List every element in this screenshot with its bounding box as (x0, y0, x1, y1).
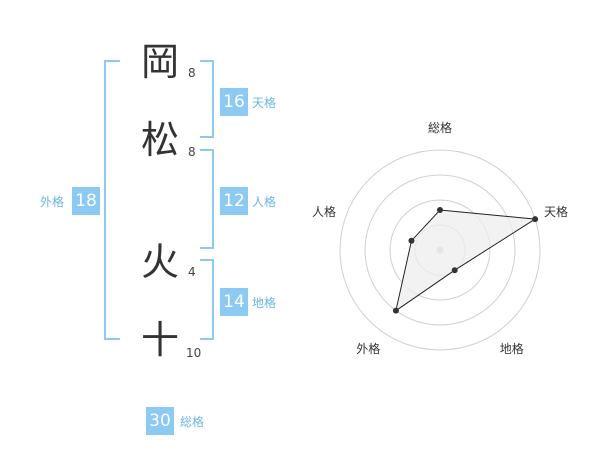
radar-point (437, 207, 443, 213)
jinkaku-bracket (200, 149, 214, 249)
radar-point (532, 216, 539, 223)
tenkaku-bracket (200, 60, 214, 138)
radar-ring (364, 174, 516, 326)
radar-series-polygon (395, 209, 537, 312)
jinkaku-label: 人格 (252, 195, 277, 209)
name-character-2: 松 (140, 118, 179, 162)
stroke-count-2: 8 (188, 145, 196, 159)
name-character-3: 火 (140, 240, 179, 284)
stroke-count-4: 10 (186, 346, 202, 360)
stroke-count-3: 4 (188, 265, 196, 279)
radar-point (392, 307, 399, 314)
tenkaku-value: 16 (220, 88, 248, 116)
soukaku-value: 30 (146, 407, 174, 435)
name-character-4: 十 (140, 318, 179, 362)
jinkaku-value: 12 (220, 187, 248, 215)
stroke-count-1: 8 (188, 66, 196, 80)
radar-axis-label: 外格 (356, 341, 381, 356)
radar-ring (339, 149, 541, 351)
radar-axis-label: 天格 (544, 205, 569, 220)
radar-axis-label: 人格 (311, 205, 336, 220)
chikaku-label: 地格 (252, 296, 277, 310)
soukaku-label: 総格 (180, 415, 205, 429)
gaikaku-value: 18 (72, 187, 100, 215)
radar-ring (389, 199, 491, 301)
chikaku-value: 14 (220, 288, 248, 316)
name-character-1: 岡 (140, 40, 179, 84)
radar-point (451, 267, 458, 274)
gaikaku-bracket (104, 60, 120, 340)
gaikaku-label: 外格 (40, 195, 65, 209)
radar-axis-label: 総格 (427, 121, 453, 135)
chikaku-bracket (200, 259, 214, 340)
radar-axis-label: 地格 (499, 341, 524, 356)
radar-point (408, 237, 415, 244)
tenkaku-label: 天格 (252, 96, 277, 110)
